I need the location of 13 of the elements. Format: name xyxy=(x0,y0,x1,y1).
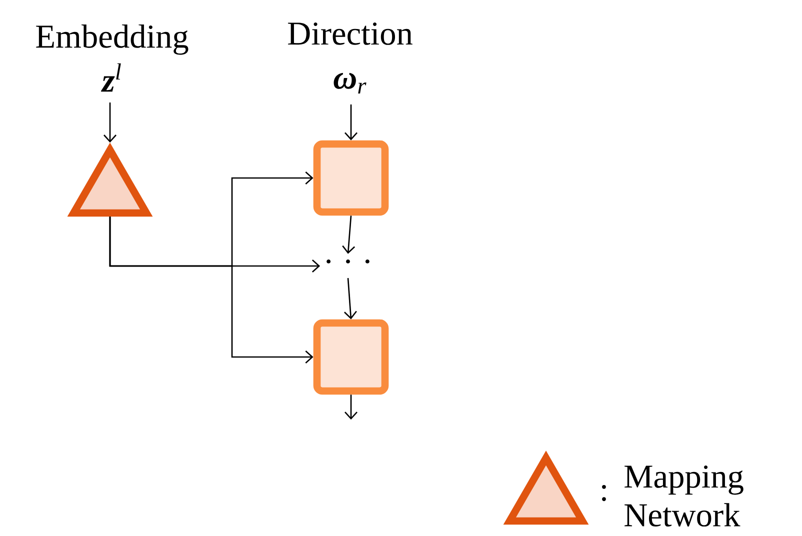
input-label: Embedding z$^{l}$ xyxy=(36,24,188,92)
arrow xyxy=(104,102,116,143)
legend-text: Mapping Network xyxy=(624,465,744,527)
input-label: Direction ω$_{r}$ xyxy=(288,22,412,94)
arrow xyxy=(344,394,358,420)
arrow xyxy=(109,216,314,364)
arrow xyxy=(342,216,356,254)
square-block xyxy=(313,140,389,216)
colon: : xyxy=(602,484,606,502)
arrow xyxy=(344,104,358,140)
square-block xyxy=(313,319,389,395)
arrow xyxy=(344,278,357,320)
text-label: · · · xyxy=(326,260,370,264)
